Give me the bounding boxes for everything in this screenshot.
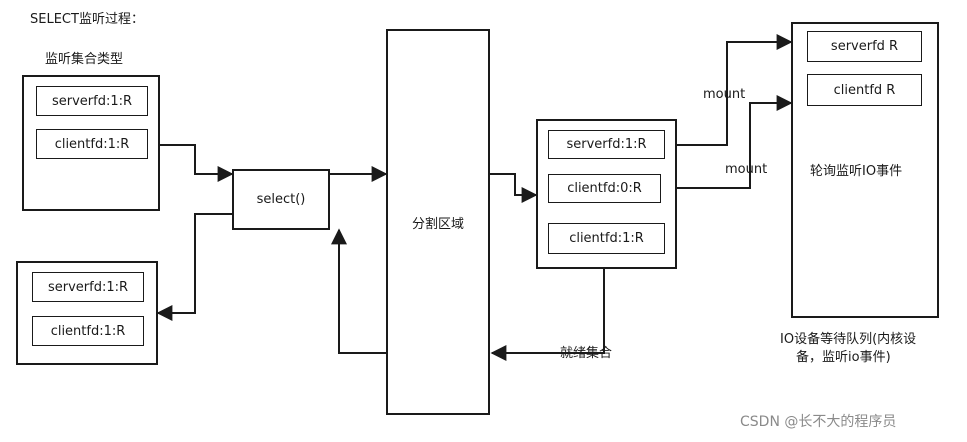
result-set-item: serverfd:1:R: [32, 272, 144, 302]
connector-split-to-select: [331, 228, 386, 354]
monitor-set-label: 监听集合类型: [45, 52, 124, 67]
select-box: select(): [232, 169, 330, 230]
wait-queue-item: serverfd R: [807, 31, 922, 62]
result-set-item: clientfd:1:R: [32, 316, 144, 346]
connector-split-to-ready: [490, 173, 538, 203]
connector-ready-set-return: [490, 268, 605, 361]
connector-serverfd-mount: [666, 34, 793, 146]
watermark: CSDN @长不大的程序员: [740, 414, 897, 430]
ready-set-label: 就绪集合: [560, 346, 613, 361]
monitor-set-item: clientfd:1:R: [36, 129, 148, 159]
diagram-title: SELECT监听过程：: [30, 12, 144, 27]
ready-list-item: clientfd:0:R: [548, 174, 661, 203]
connector-select-to-result: [156, 213, 232, 321]
wait-queue-label: 轮询监听IO事件: [810, 164, 903, 179]
mount-label: mount: [703, 87, 746, 102]
wait-queue-box: [791, 22, 939, 318]
wait-queue-caption-line2: 备，监听io事件): [796, 350, 891, 365]
mount-label: mount: [725, 162, 768, 177]
connector-clientfd-mount: [661, 95, 793, 189]
monitor-set-item: serverfd:1:R: [36, 86, 148, 116]
wait-queue-item: clientfd R: [807, 74, 922, 106]
connector-monitor-to-select: [160, 144, 234, 182]
split-area-box: 分割区域: [386, 29, 490, 415]
ready-list-item: clientfd:1:R: [548, 223, 665, 254]
ready-list-item: serverfd:1:R: [548, 130, 665, 159]
wait-queue-caption-line1: IO设备等待队列(内核设: [780, 332, 917, 347]
